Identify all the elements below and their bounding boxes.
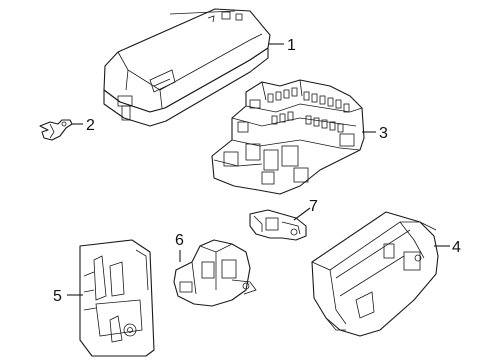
callout-4: 4 <box>452 239 461 256</box>
part-7-bracket <box>249 209 307 241</box>
leader-7 <box>293 207 311 221</box>
part-6-relay-holder <box>173 239 257 307</box>
callout-5: 5 <box>53 288 62 305</box>
callout-3: 3 <box>379 125 388 142</box>
callout-1: 1 <box>287 37 296 54</box>
callout-2: 2 <box>86 117 95 134</box>
part-3-fuse-block <box>211 79 365 195</box>
part-1-cover <box>103 8 271 127</box>
part-4-lower-tray <box>311 211 439 337</box>
part-5-bracket <box>79 239 155 357</box>
part-2-clip <box>39 119 73 141</box>
callout-7: 7 <box>309 198 318 215</box>
callout-6: 6 <box>175 232 184 249</box>
